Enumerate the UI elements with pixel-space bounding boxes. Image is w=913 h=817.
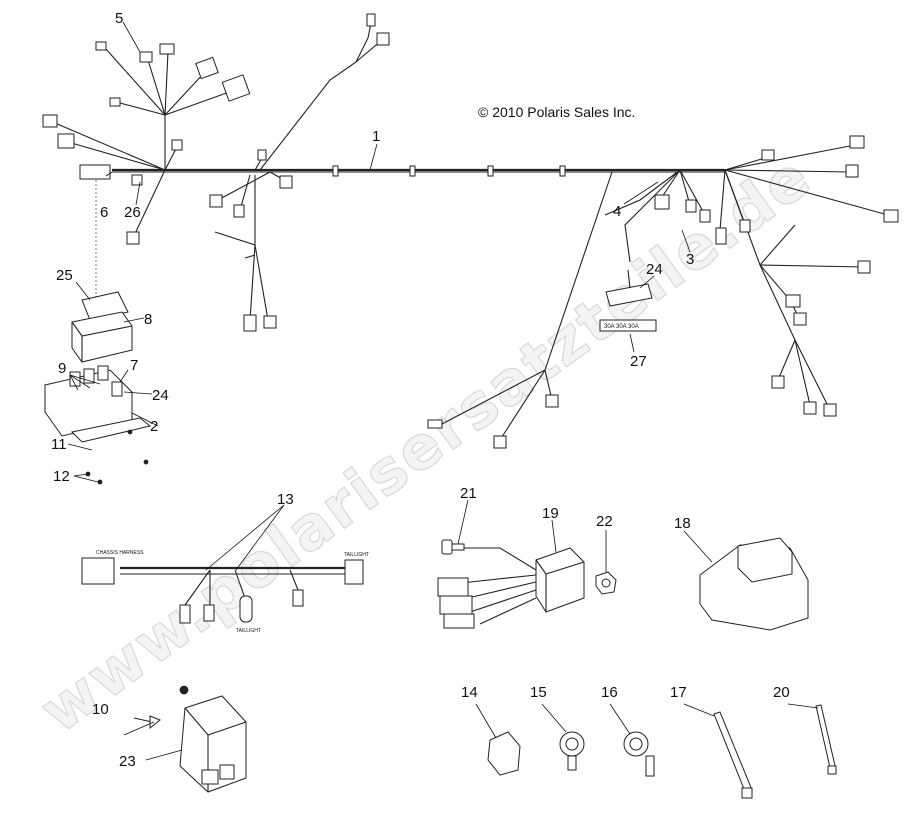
- callout-6: 6: [100, 204, 108, 221]
- bolt-21: [441, 539, 465, 555]
- callout-20: 20: [773, 684, 790, 701]
- foam-pad-18: [699, 537, 809, 631]
- callout-2: 2: [150, 418, 158, 435]
- watermark: www.polarisersatzteile.de: [28, 141, 825, 747]
- callout-7: 7: [130, 357, 138, 374]
- callout-18: 18: [674, 515, 691, 532]
- callout-21: 21: [460, 485, 477, 502]
- callout-1: 1: [372, 128, 380, 145]
- harness-left-label: CHASSIS HARNESS: [96, 550, 144, 556]
- screws-12: [85, 429, 149, 485]
- mounting-bracket-11: [70, 417, 152, 443]
- clamp-15: [559, 731, 585, 771]
- fuse-box-cover-8: [71, 311, 133, 363]
- callout-5: 5: [115, 10, 123, 27]
- taillight-label: TAILLIGHT: [236, 628, 261, 634]
- callout-23: 23: [119, 753, 136, 770]
- fuse-label-27: 30A 30A 30A: [599, 319, 657, 332]
- copyright-text: © 2010 Polaris Sales Inc.: [478, 104, 635, 120]
- callout-22: 22: [596, 513, 613, 530]
- solenoid-19: [437, 547, 585, 629]
- callout-8: 8: [144, 311, 152, 328]
- callout-15: 15: [530, 684, 547, 701]
- callout-10: 10: [92, 701, 109, 718]
- callout-11: 11: [51, 436, 67, 453]
- push-pin-10: [133, 685, 189, 730]
- fuse-holder-24: [605, 269, 653, 307]
- callout-16: 16: [601, 684, 618, 701]
- callout-26: 26: [124, 204, 141, 221]
- harness-connectors: [42, 13, 899, 449]
- callout-numbers: 1 2 3 4 5 6 7 8 9 10 11 12 13 14 15 16 1…: [51, 10, 790, 770]
- callout-25: 25: [56, 267, 73, 284]
- relay-module-6: [79, 164, 143, 300]
- fuse-label-text: 30A 30A 30A: [604, 324, 639, 330]
- cable-tie-17: [713, 711, 753, 799]
- callout-24-top: 24: [646, 261, 663, 278]
- callout-24-left: 24: [152, 387, 169, 404]
- harness-right-label: TAILLIGHT: [344, 552, 369, 558]
- control-module-23: [179, 695, 247, 793]
- leader-lines: [67, 21, 819, 761]
- callout-12: 12: [53, 468, 70, 485]
- callout-17: 17: [670, 684, 687, 701]
- callout-3: 3: [686, 251, 694, 268]
- callout-13: 13: [277, 491, 294, 508]
- taillight-harness-13: CHASSIS HARNESS TAILLIGHT TAILLIGHT: [81, 550, 369, 634]
- clamp-16: [623, 731, 655, 777]
- callout-19: 19: [542, 505, 559, 522]
- callout-14: 14: [461, 684, 478, 701]
- nut-22: [595, 571, 617, 595]
- callout-9: 9: [58, 360, 66, 377]
- cable-tie-20: [815, 704, 837, 775]
- callout-4: 4: [613, 203, 621, 220]
- clip-14: [487, 731, 521, 776]
- callout-27: 27: [630, 353, 647, 370]
